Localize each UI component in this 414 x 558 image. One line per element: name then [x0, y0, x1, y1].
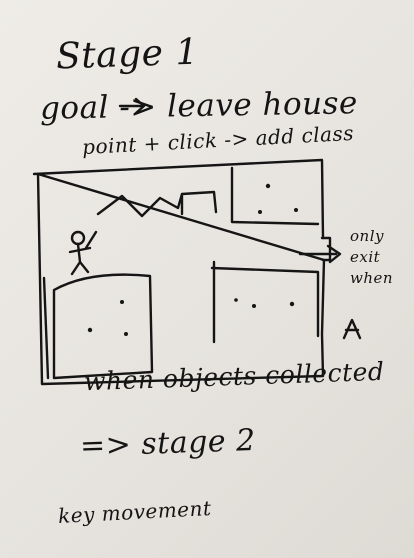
exit-note: only exit when: [350, 227, 394, 287]
goal-arrow: [118, 97, 146, 115]
room-bottom-left: [52, 273, 154, 380]
exit-door: [320, 236, 332, 262]
player-path: [96, 190, 218, 218]
house-left-wall: [42, 276, 50, 380]
room-top-right: [230, 166, 320, 226]
stage-heading: Stage 1: [55, 31, 200, 78]
player-figure: [68, 230, 98, 276]
house-outline: [32, 158, 326, 386]
triangle-mark: [342, 318, 362, 340]
exit-arrow: [298, 244, 342, 264]
room-bottom-right: [210, 260, 320, 344]
collectible-objects: [87, 183, 298, 336]
next-stage-text: => stage 2: [79, 422, 257, 465]
goal-text: goal -> leave house: [39, 85, 359, 127]
